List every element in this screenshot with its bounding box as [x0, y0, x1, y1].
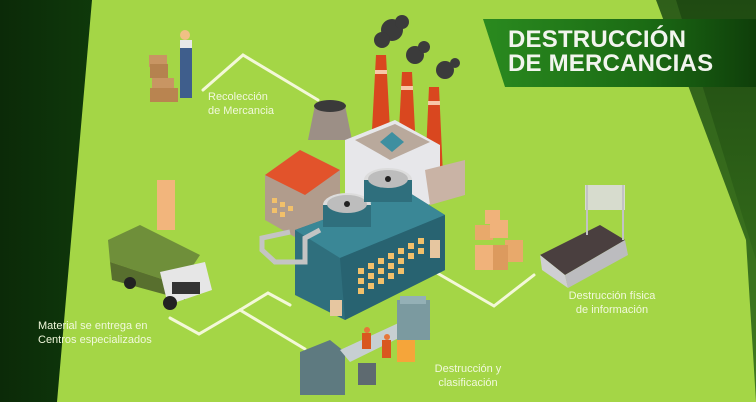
side-block-icon	[425, 160, 465, 205]
red-house-icon	[265, 150, 340, 240]
cooling-tower-icon	[308, 100, 352, 140]
main-factory-icon	[259, 168, 445, 320]
page-title: DESTRUCCIÓN DE MERCANCIAS	[508, 28, 713, 76]
shredder-machine-icon	[540, 185, 628, 288]
title-line-1: DESTRUCCIÓN	[508, 26, 687, 53]
title-banner	[483, 19, 756, 87]
connector-lines	[168, 53, 536, 351]
smoke-icon	[374, 15, 460, 79]
step-label-clasificacion: Destrucción y clasificación	[434, 363, 502, 389]
title-line-2: DE MERCANCIAS	[508, 50, 714, 77]
step-label-recoleccion: Recolección de Mercancia	[208, 91, 275, 117]
garbage-truck-icon	[108, 180, 212, 310]
sorting-line-icon	[300, 296, 430, 395]
step-label-informacion: Destrucción física de información	[568, 290, 656, 316]
boxes-pile-icon	[475, 210, 523, 270]
factory-windows	[358, 238, 424, 294]
worker-with-boxes-icon	[149, 30, 192, 102]
step-label-entrega: Material se entrega en Centros especiali…	[38, 320, 152, 346]
